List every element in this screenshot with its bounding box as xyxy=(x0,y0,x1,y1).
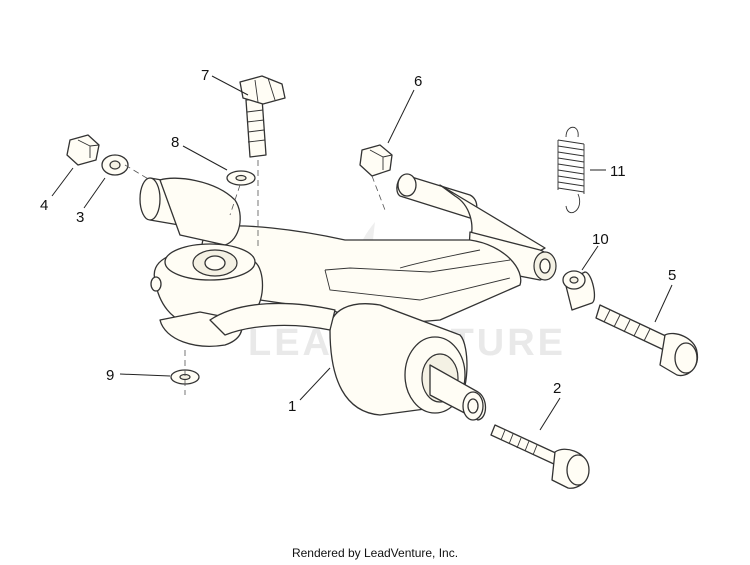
part-3-washer xyxy=(101,154,129,176)
callout-2: 2 xyxy=(553,380,561,397)
callout-10: 10 xyxy=(592,231,609,248)
part-9-washer xyxy=(170,369,200,385)
callout-7: 7 xyxy=(201,67,209,84)
part-6-hex-nut xyxy=(359,144,393,177)
part-2-hex-bolt xyxy=(490,424,590,489)
callout-5: 5 xyxy=(668,267,676,284)
part-11-extension-spring xyxy=(557,126,585,214)
part-4-hex-nut xyxy=(66,134,100,166)
part-8-washer xyxy=(226,170,256,186)
callout-8: 8 xyxy=(171,134,179,151)
callout-4: 4 xyxy=(40,197,48,214)
part-10-spacer xyxy=(562,270,596,311)
callout-6: 6 xyxy=(414,73,422,90)
callout-3: 3 xyxy=(76,209,84,226)
part-7-hex-bolt xyxy=(239,75,286,158)
leader-lines xyxy=(51,75,673,431)
callout-1: 1 xyxy=(288,398,296,415)
part-1-swing-arm xyxy=(139,173,557,421)
footer-credit: Rendered by LeadVenture, Inc. xyxy=(291,546,459,560)
callout-9: 9 xyxy=(106,367,114,384)
callout-labels: 1 2 3 4 5 6 7 8 9 10 11 xyxy=(40,67,676,415)
alignment-lines xyxy=(124,160,386,395)
part-5-hex-bolt xyxy=(595,304,699,377)
callout-11: 11 xyxy=(610,163,626,180)
